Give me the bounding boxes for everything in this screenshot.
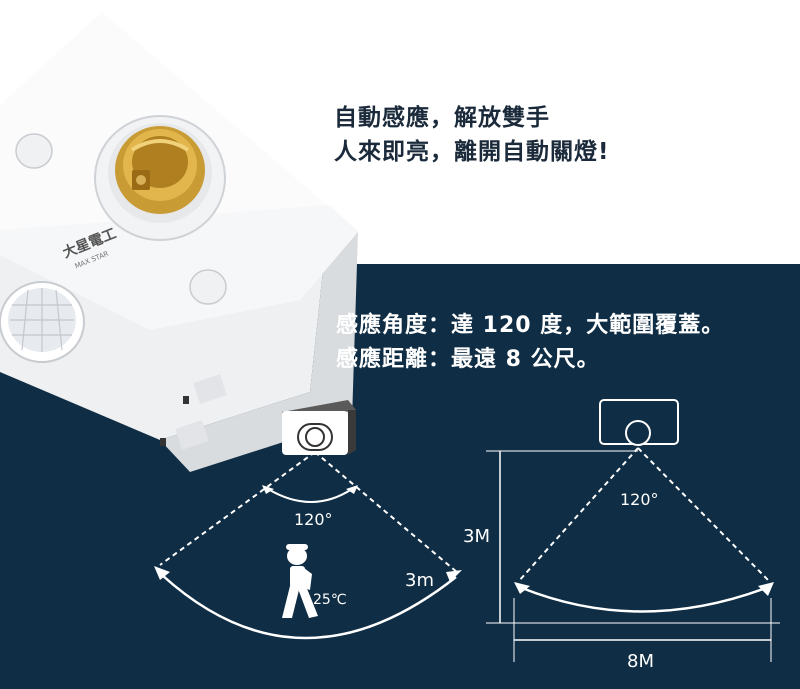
height-label: 3M [463,526,490,547]
temperature-label: 25℃ [313,592,347,608]
side-distance-label: 3m [405,570,434,591]
side-view-diagram [154,400,462,640]
width-label: 8M [627,651,654,672]
sensor-lens-outline-icon [625,420,651,446]
top-view-diagram [486,399,780,662]
specs-text: 感應角度：達 120 度，大範圍覆蓋。 感應距離：最遠 8 公尺。 [336,309,724,377]
product-image [0,12,358,472]
headline-line-1: 自動感應，解放雙手 [334,105,550,131]
spec-distance: 感應距離：最遠 8 公尺。 [336,347,600,372]
spec-angle: 感應角度：達 120 度，大範圍覆蓋。 [336,313,725,338]
top-angle-label: 120° [620,490,659,509]
headline: 自動感應，解放雙手 人來即亮，離開自動關燈! [334,101,610,169]
headline-line-2: 人來即亮，離開自動關燈! [334,139,610,165]
person-icon [282,544,318,618]
side-angle-label: 120° [294,510,333,529]
